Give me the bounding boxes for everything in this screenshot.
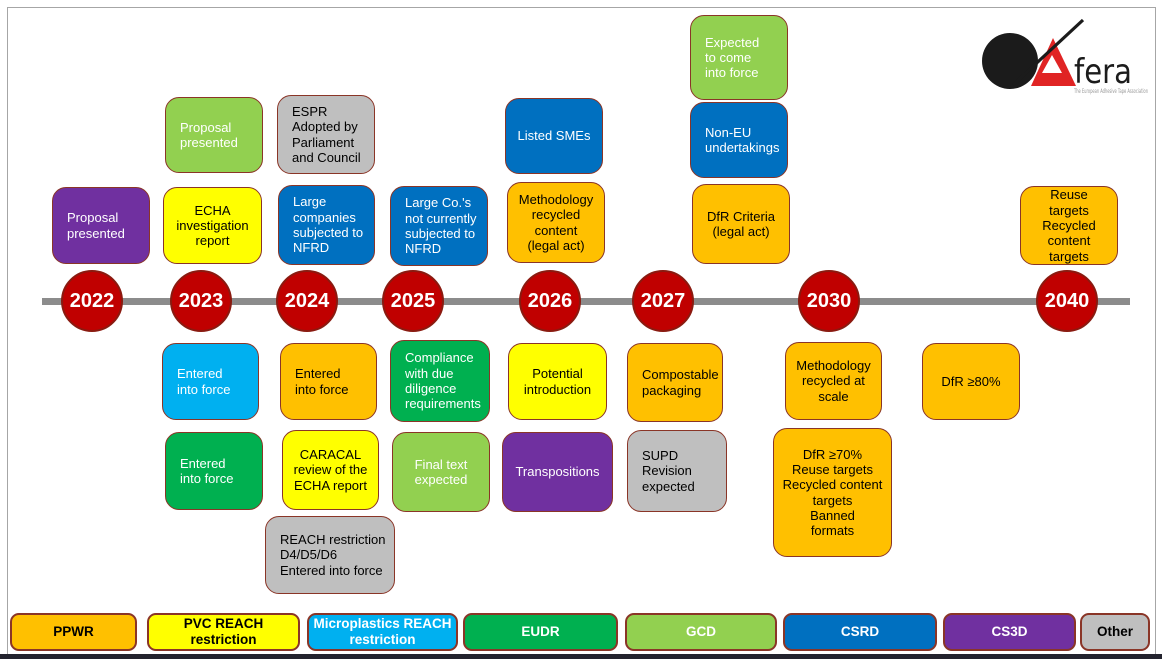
event-large-cos-not-nfrd: Large Co.'s not currently subjected to N… — [390, 186, 488, 266]
afera-logo: fera The European Adhesive Tape Associat… — [982, 18, 1148, 95]
year-2025: 2025 — [382, 270, 444, 332]
legend-cs3d: CS3D — [943, 613, 1076, 651]
event-proposal-presented-2022: Proposal presented — [52, 187, 150, 264]
year-2023: 2023 — [170, 270, 232, 332]
event-reuse-recycled-targets-2040: Reuse targets Recycled content targets — [1020, 186, 1118, 265]
year-2030: 2030 — [798, 270, 860, 332]
year-2026: 2026 — [519, 270, 581, 332]
event-dfr-criteria: DfR Criteria (legal act) — [692, 184, 790, 264]
event-supd-revision: SUPD Revision expected — [627, 430, 727, 512]
legend-csrd: CSRD — [783, 613, 937, 651]
legend-eudr: EUDR — [463, 613, 618, 651]
event-echa-investigation-report: ECHA investigation report — [163, 187, 262, 264]
event-large-companies-nfrd: Large companies subjected to NFRD — [278, 185, 375, 265]
event-expected-into-force: Expected to come into force — [690, 15, 788, 100]
event-reach-restriction-d4d5d6: REACH restriction D4/D5/D6 Entered into … — [265, 516, 395, 594]
event-compliance-due-diligence: Compliance with due diligence requiremen… — [390, 340, 490, 422]
afera-logo-circle — [982, 33, 1038, 89]
event-entered-force-eudr: Entered into force — [165, 432, 263, 510]
slide-bottom-rule — [0, 654, 1162, 659]
event-potential-introduction: Potential introduction — [508, 343, 607, 420]
event-entered-force-ppwr: Entered into force — [280, 343, 377, 420]
event-methodology-recycled-scale: Methodology recycled at scale — [785, 342, 882, 420]
year-2040: 2040 — [1036, 270, 1098, 332]
event-final-text-expected: Final text expected — [392, 432, 490, 512]
legend-other: Other — [1080, 613, 1150, 651]
event-dfr80: DfR ≥80% — [922, 343, 1020, 420]
event-entered-force-microplastics: Entered into force — [162, 343, 259, 420]
logo-tagline: The European Adhesive Tape Association — [1073, 88, 1148, 95]
afera-logo-slash-icon — [1011, 18, 1085, 87]
year-2022: 2022 — [61, 270, 123, 332]
legend-pvc-reach: PVC REACH restriction — [147, 613, 300, 651]
legend-gcd: GCD — [625, 613, 777, 651]
legend-ppwr: PPWR — [10, 613, 137, 651]
event-caracal-review: CARACAL review of the ECHA report — [282, 430, 379, 510]
event-proposal-presented-2023: Proposal presented — [165, 97, 263, 173]
legend-microplastics-reach: Microplastics REACH restriction — [307, 613, 458, 651]
year-2024: 2024 — [276, 270, 338, 332]
year-2027: 2027 — [632, 270, 694, 332]
timeline-line — [42, 298, 1130, 305]
event-espr-adopted: ESPR Adopted by Parliament and Council — [277, 95, 375, 174]
event-compostable-packaging: Compostable packaging — [627, 343, 723, 422]
event-dfr70-targets: DfR ≥70% Reuse targets Recycled content … — [773, 428, 892, 557]
event-listed-smes: Listed SMEs — [505, 98, 603, 174]
logo-wordmark: fera — [1074, 52, 1132, 92]
event-transpositions: Transpositions — [502, 432, 613, 512]
event-methodology-recycled-content: Methodology recycled content (legal act) — [507, 182, 605, 263]
event-non-eu-undertakings: Non-EU undertakings — [690, 102, 788, 178]
